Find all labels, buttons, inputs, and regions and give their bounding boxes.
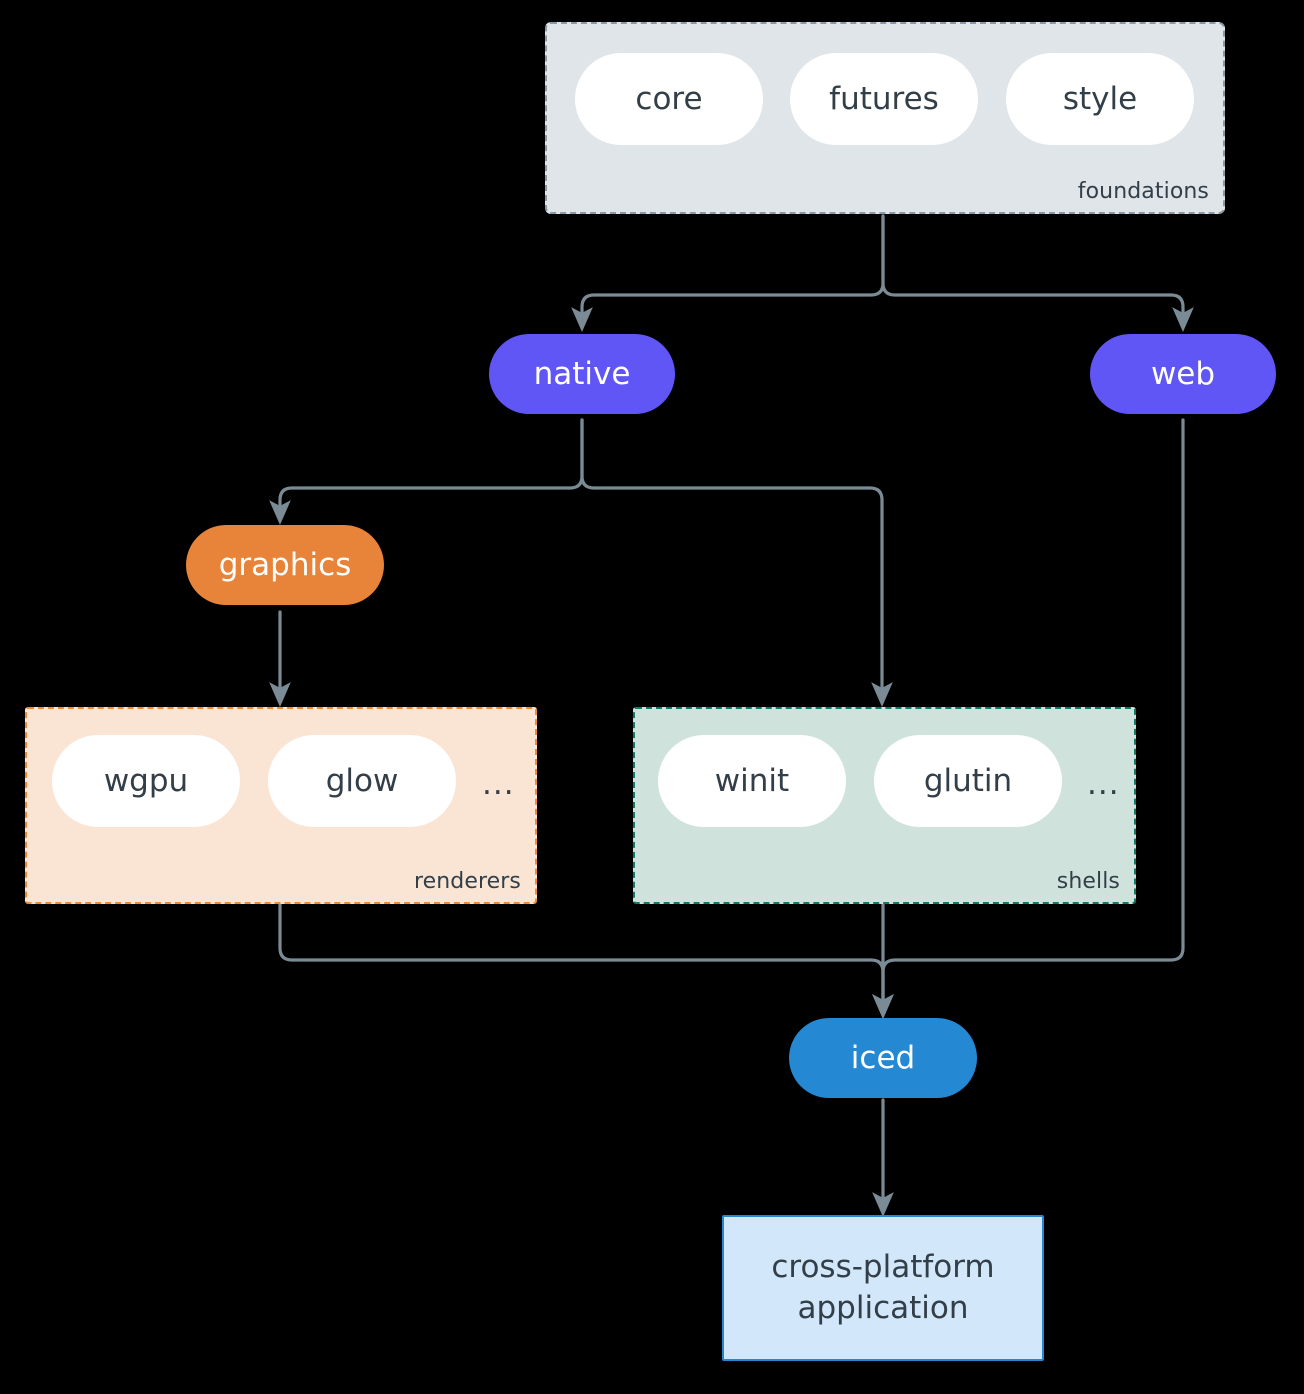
- node-style-label: style: [1062, 81, 1138, 117]
- node-application-line1: cross-platform: [771, 1249, 995, 1286]
- node-iced[interactable]: iced: [789, 1018, 977, 1098]
- node-native-label: native: [533, 356, 631, 392]
- cluster-shells: winit glutin ... shells: [633, 707, 1136, 904]
- node-glow-label: glow: [325, 763, 399, 799]
- node-native[interactable]: native: [489, 334, 675, 414]
- node-iced-label: iced: [850, 1040, 916, 1076]
- node-core[interactable]: core: [575, 53, 763, 145]
- node-core-label: core: [635, 81, 703, 117]
- cluster-foundations-label: foundations: [1077, 179, 1209, 204]
- node-winit-label: winit: [714, 763, 790, 799]
- node-glutin-label: glutin: [923, 763, 1013, 799]
- edge-native-shells: [580, 418, 893, 708]
- node-application[interactable]: cross-platform application: [722, 1215, 1044, 1361]
- node-futures[interactable]: futures: [790, 53, 978, 145]
- cluster-renderers: wgpu glow ... renderers: [25, 707, 537, 904]
- node-wgpu-label: wgpu: [103, 763, 189, 799]
- edge-foundations-native: [571, 214, 885, 333]
- cluster-shells-label: shells: [1056, 869, 1120, 894]
- node-application-line2: application: [797, 1290, 969, 1326]
- edge-renderers-iced: [278, 902, 894, 1020]
- node-glutin[interactable]: glutin: [874, 735, 1062, 827]
- node-graphics[interactable]: graphics: [186, 525, 384, 605]
- node-futures-label: futures: [829, 81, 939, 117]
- cluster-renderers-label: renderers: [413, 869, 521, 894]
- node-web[interactable]: web: [1090, 334, 1276, 414]
- node-glow[interactable]: glow: [268, 735, 456, 827]
- node-renderers-more: ...: [482, 769, 515, 800]
- edge-native-graphics: [269, 418, 584, 526]
- node-shells-more-label: ...: [1087, 766, 1120, 802]
- node-renderers-more-label: ...: [482, 766, 515, 802]
- node-graphics-label: graphics: [218, 547, 352, 583]
- node-web-label: web: [1150, 356, 1216, 392]
- node-style[interactable]: style: [1006, 53, 1194, 145]
- node-winit[interactable]: winit: [658, 735, 846, 827]
- edge-foundations-web: [881, 214, 1194, 333]
- cluster-foundations: core futures style foundations: [545, 22, 1225, 214]
- node-wgpu[interactable]: wgpu: [52, 735, 240, 827]
- node-shells-more: ...: [1087, 769, 1120, 800]
